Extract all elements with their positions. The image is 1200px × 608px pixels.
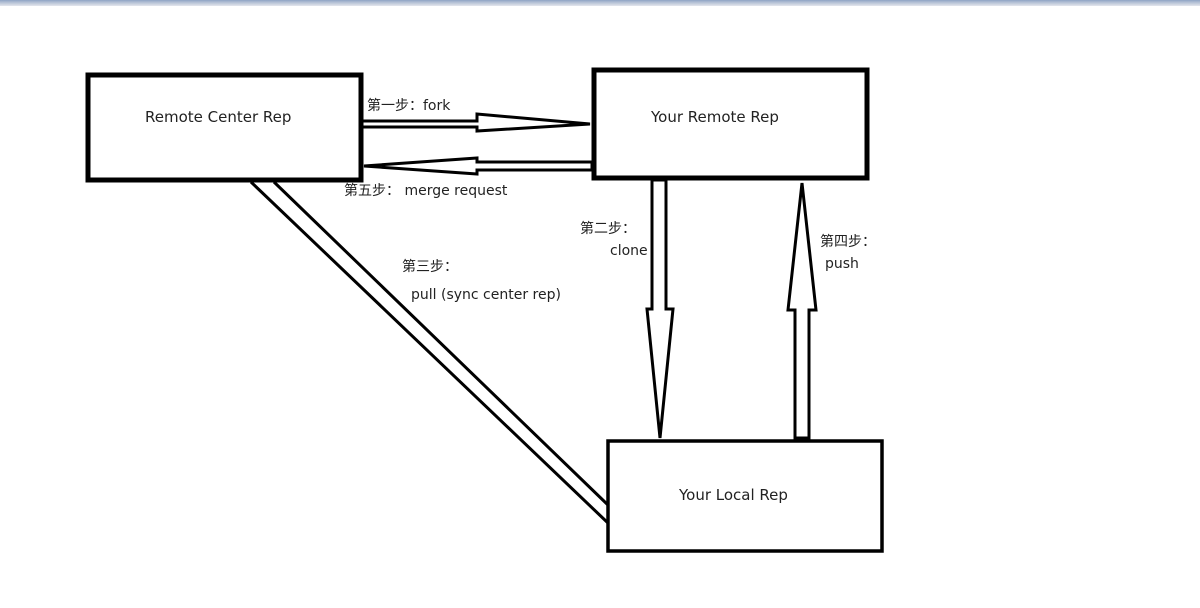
- step5-label: 第五步： merge request: [344, 182, 508, 199]
- merge-request-arrow: [363, 156, 594, 176]
- clone-arrow: [645, 178, 675, 439]
- your-local-rep-label: Your Local Rep: [678, 486, 788, 504]
- remote-center-rep-box: [85, 72, 364, 183]
- step3-action: pull (sync center rep): [411, 287, 561, 303]
- window-top-border: [0, 0, 1200, 6]
- your-remote-rep-node: Your Remote Rep: [591, 67, 870, 181]
- remote-center-rep-label: Remote Center Rep: [145, 108, 291, 126]
- remote-center-rep-node: Remote Center Rep: [85, 72, 364, 183]
- step2-action: clone: [610, 243, 648, 259]
- your-local-rep-box: [606, 439, 884, 553]
- pull-sync-connector: [249, 180, 610, 525]
- step1-label: 第一步：fork: [367, 97, 451, 114]
- step4-title: 第四步：: [820, 233, 876, 250]
- step4-action: push: [825, 256, 859, 272]
- your-local-rep-node: Your Local Rep: [606, 439, 884, 553]
- your-remote-rep-box: [591, 67, 870, 181]
- push-arrow: [786, 182, 818, 440]
- fork-arrow: [360, 112, 591, 133]
- your-remote-rep-label: Your Remote Rep: [650, 108, 779, 126]
- step2-title: 第二步：: [580, 220, 636, 237]
- step3-title: 第三步：: [402, 258, 458, 275]
